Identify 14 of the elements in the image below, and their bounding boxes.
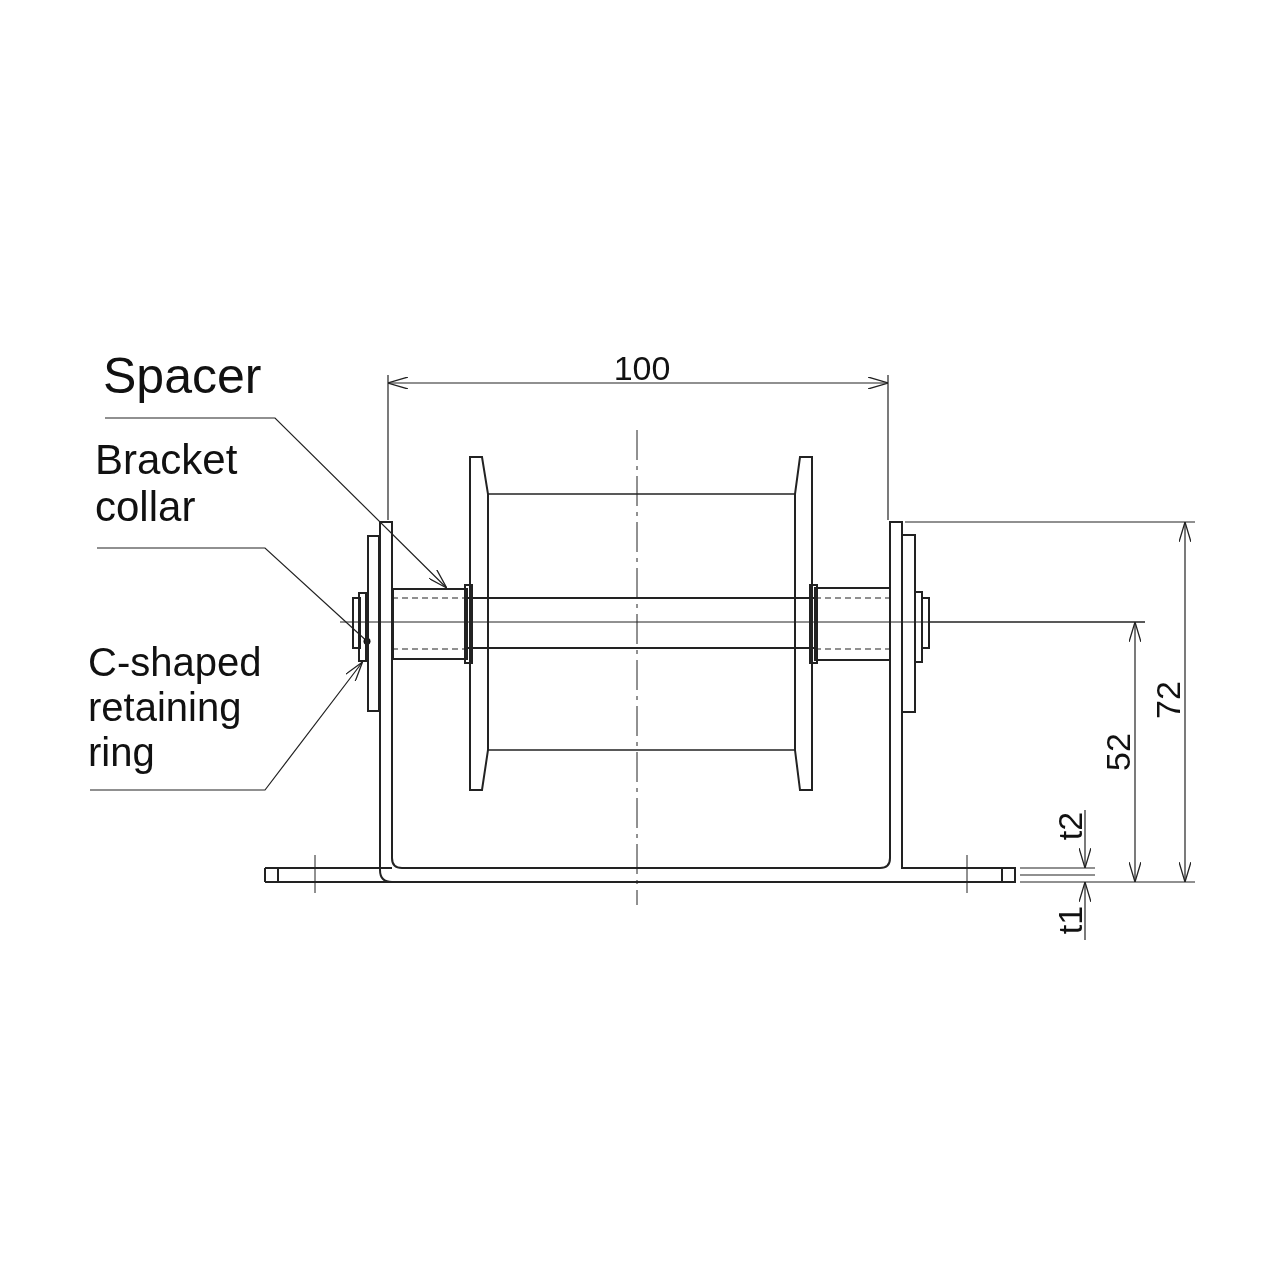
part-label: C-shaped retaining ring	[88, 640, 313, 790]
dimension-value: 52	[1101, 733, 1135, 771]
part-label: Spacer	[103, 348, 293, 418]
dimension-value: t1	[1053, 905, 1087, 935]
dimension-value: 100	[613, 351, 671, 385]
leader-line	[104, 417, 448, 589]
leader-line	[96, 547, 371, 645]
retaining-ring	[358, 592, 367, 662]
part-label: Bracket collar	[95, 436, 275, 548]
dimension-value: t2	[1053, 811, 1087, 841]
spacer-tube	[392, 588, 468, 660]
bracket-collar	[367, 535, 380, 712]
dimension-value: 72	[1151, 681, 1185, 719]
leader-line	[89, 661, 364, 791]
